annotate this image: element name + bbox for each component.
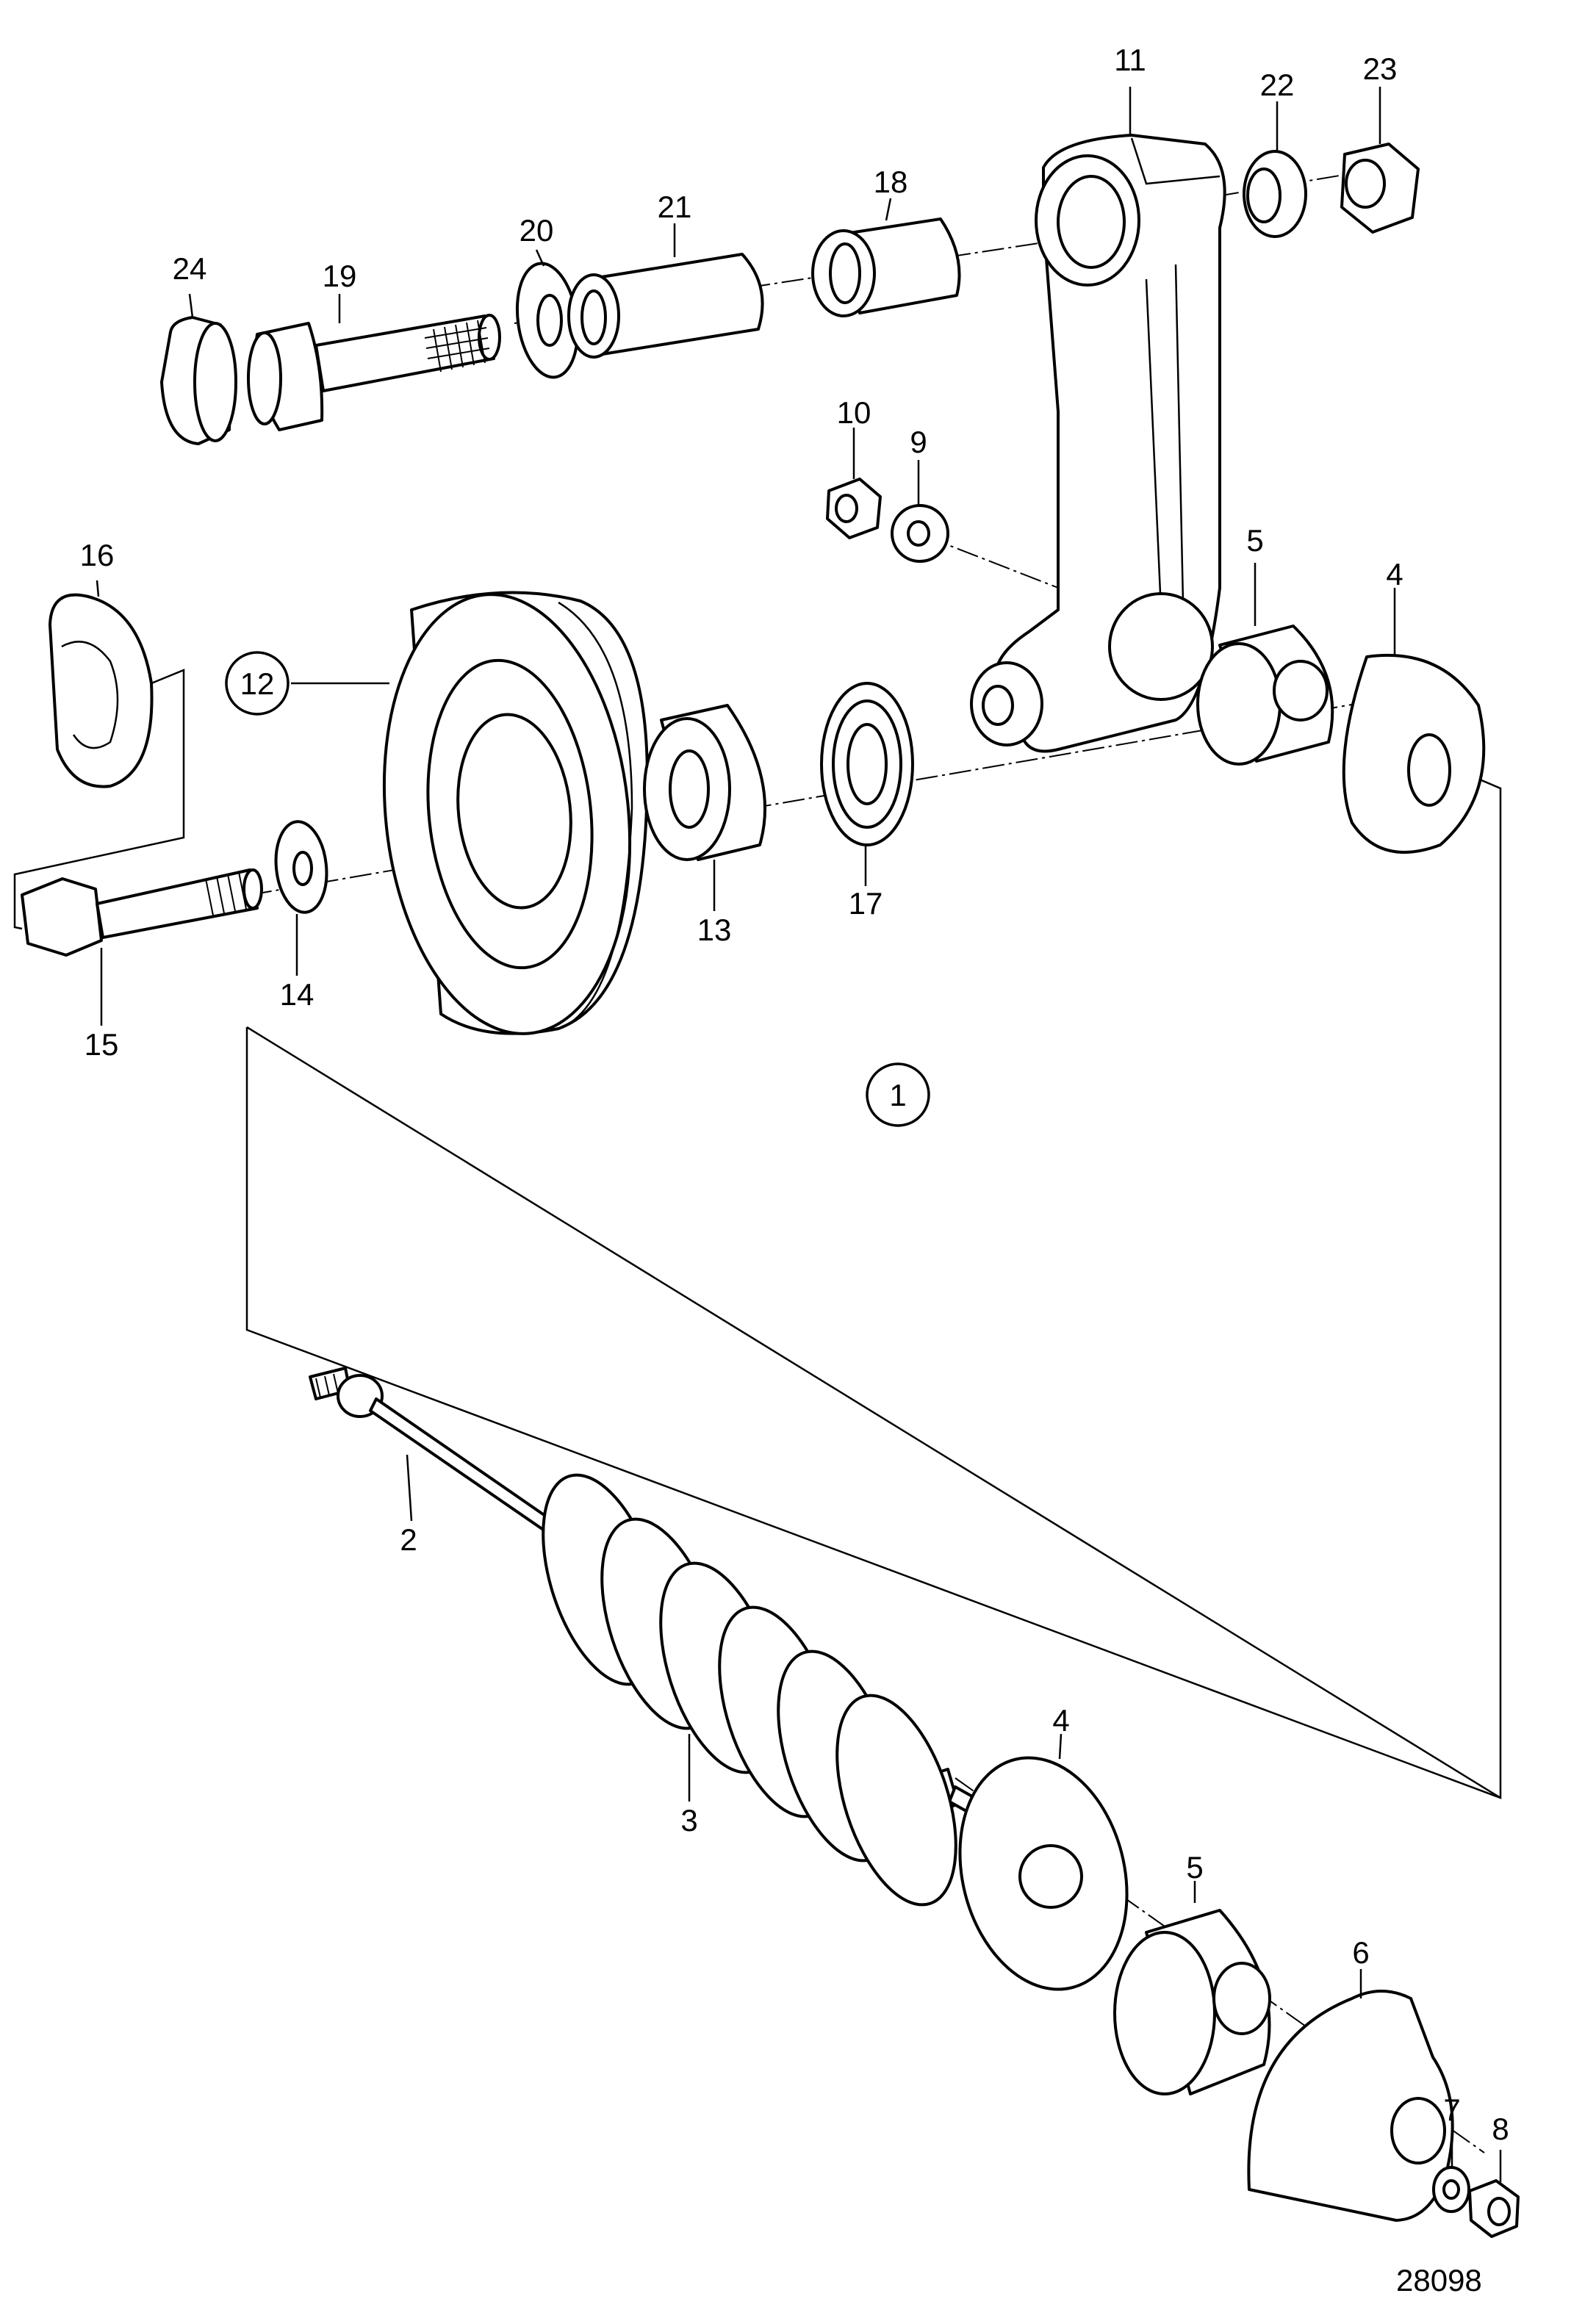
callout-7: 7: [1443, 2093, 1460, 2127]
callout-14: 14: [280, 977, 314, 1012]
part-11-arm: [970, 134, 1226, 753]
callout-20: 20: [520, 213, 554, 248]
callout-21: 21: [658, 190, 692, 224]
callout-13: 13: [697, 913, 732, 947]
callout-4-upper: 4: [1386, 557, 1403, 591]
part-5-lower-rubber-bushing: [1113, 1909, 1271, 2095]
callout-12-circle: [225, 651, 290, 716]
bolt9-axis: [925, 536, 1059, 589]
part-19-bolt: [247, 314, 501, 431]
callout-15: 15: [85, 1027, 119, 1062]
callout-2: 2: [400, 1522, 417, 1557]
drawing-number: 28098: [1396, 2263, 1482, 2297]
part-3-coil-spring: [542, 1473, 957, 1907]
callout-6: 6: [1352, 1935, 1369, 1970]
callout-4-lower: 4: [1052, 1703, 1069, 1738]
callout-17: 17: [849, 886, 883, 921]
leader-20: [535, 249, 545, 267]
leader-4b: [1058, 1733, 1063, 1760]
part-7-washer: [1432, 2166, 1470, 2213]
callout-5-upper: 5: [1246, 523, 1263, 558]
part-16-dust-cover: [48, 593, 154, 788]
leader-2: [406, 1454, 413, 1522]
part-21-sleeve: [567, 253, 764, 359]
callout-8: 8: [1492, 2112, 1509, 2146]
part-24-cap: [160, 316, 237, 445]
callout-9: 9: [910, 425, 927, 459]
callout-24: 24: [173, 251, 207, 286]
leader-16: [13, 580, 185, 930]
callout-22: 22: [1260, 68, 1295, 102]
part-5-upper-rubber-bushing: [1196, 625, 1334, 766]
callout-12: 12: [240, 666, 275, 701]
part-22-seal-ring: [1243, 150, 1307, 238]
part-4-lower-spring-cup: [958, 1756, 1129, 1991]
callout-5-lower: 5: [1186, 1850, 1203, 1885]
callout-10: 10: [837, 395, 871, 430]
part-8-nut: [1468, 2179, 1520, 2238]
part-17-seal: [820, 682, 914, 846]
callout-1: 1: [889, 1078, 906, 1112]
leader-24: [188, 293, 194, 318]
part-10-nut: [826, 478, 882, 539]
callout-3: 3: [680, 1803, 697, 1838]
part-13-bearing: [643, 704, 767, 861]
part-9-washer: [891, 504, 949, 563]
callout-11: 11: [1114, 43, 1146, 77]
part-6-protective-boot: [1247, 1990, 1454, 2222]
part-12-pulley: [382, 591, 649, 1035]
part-23-nut: [1340, 143, 1420, 234]
part-14-washer: [274, 820, 328, 914]
part-4-upper-spring-cup: [1342, 653, 1486, 854]
callout-19: 19: [323, 259, 357, 293]
pulley-axis: [249, 699, 1382, 896]
callout-1-circle: [866, 1062, 930, 1127]
part-15-pulley-bolt: [21, 868, 263, 957]
leader-18: [885, 198, 892, 221]
callout-23: 23: [1363, 51, 1398, 86]
part-18-bushing: [811, 217, 961, 317]
callout-18: 18: [874, 165, 908, 199]
callout-16: 16: [80, 538, 115, 572]
assembly-outline-top: [246, 1026, 1501, 1799]
